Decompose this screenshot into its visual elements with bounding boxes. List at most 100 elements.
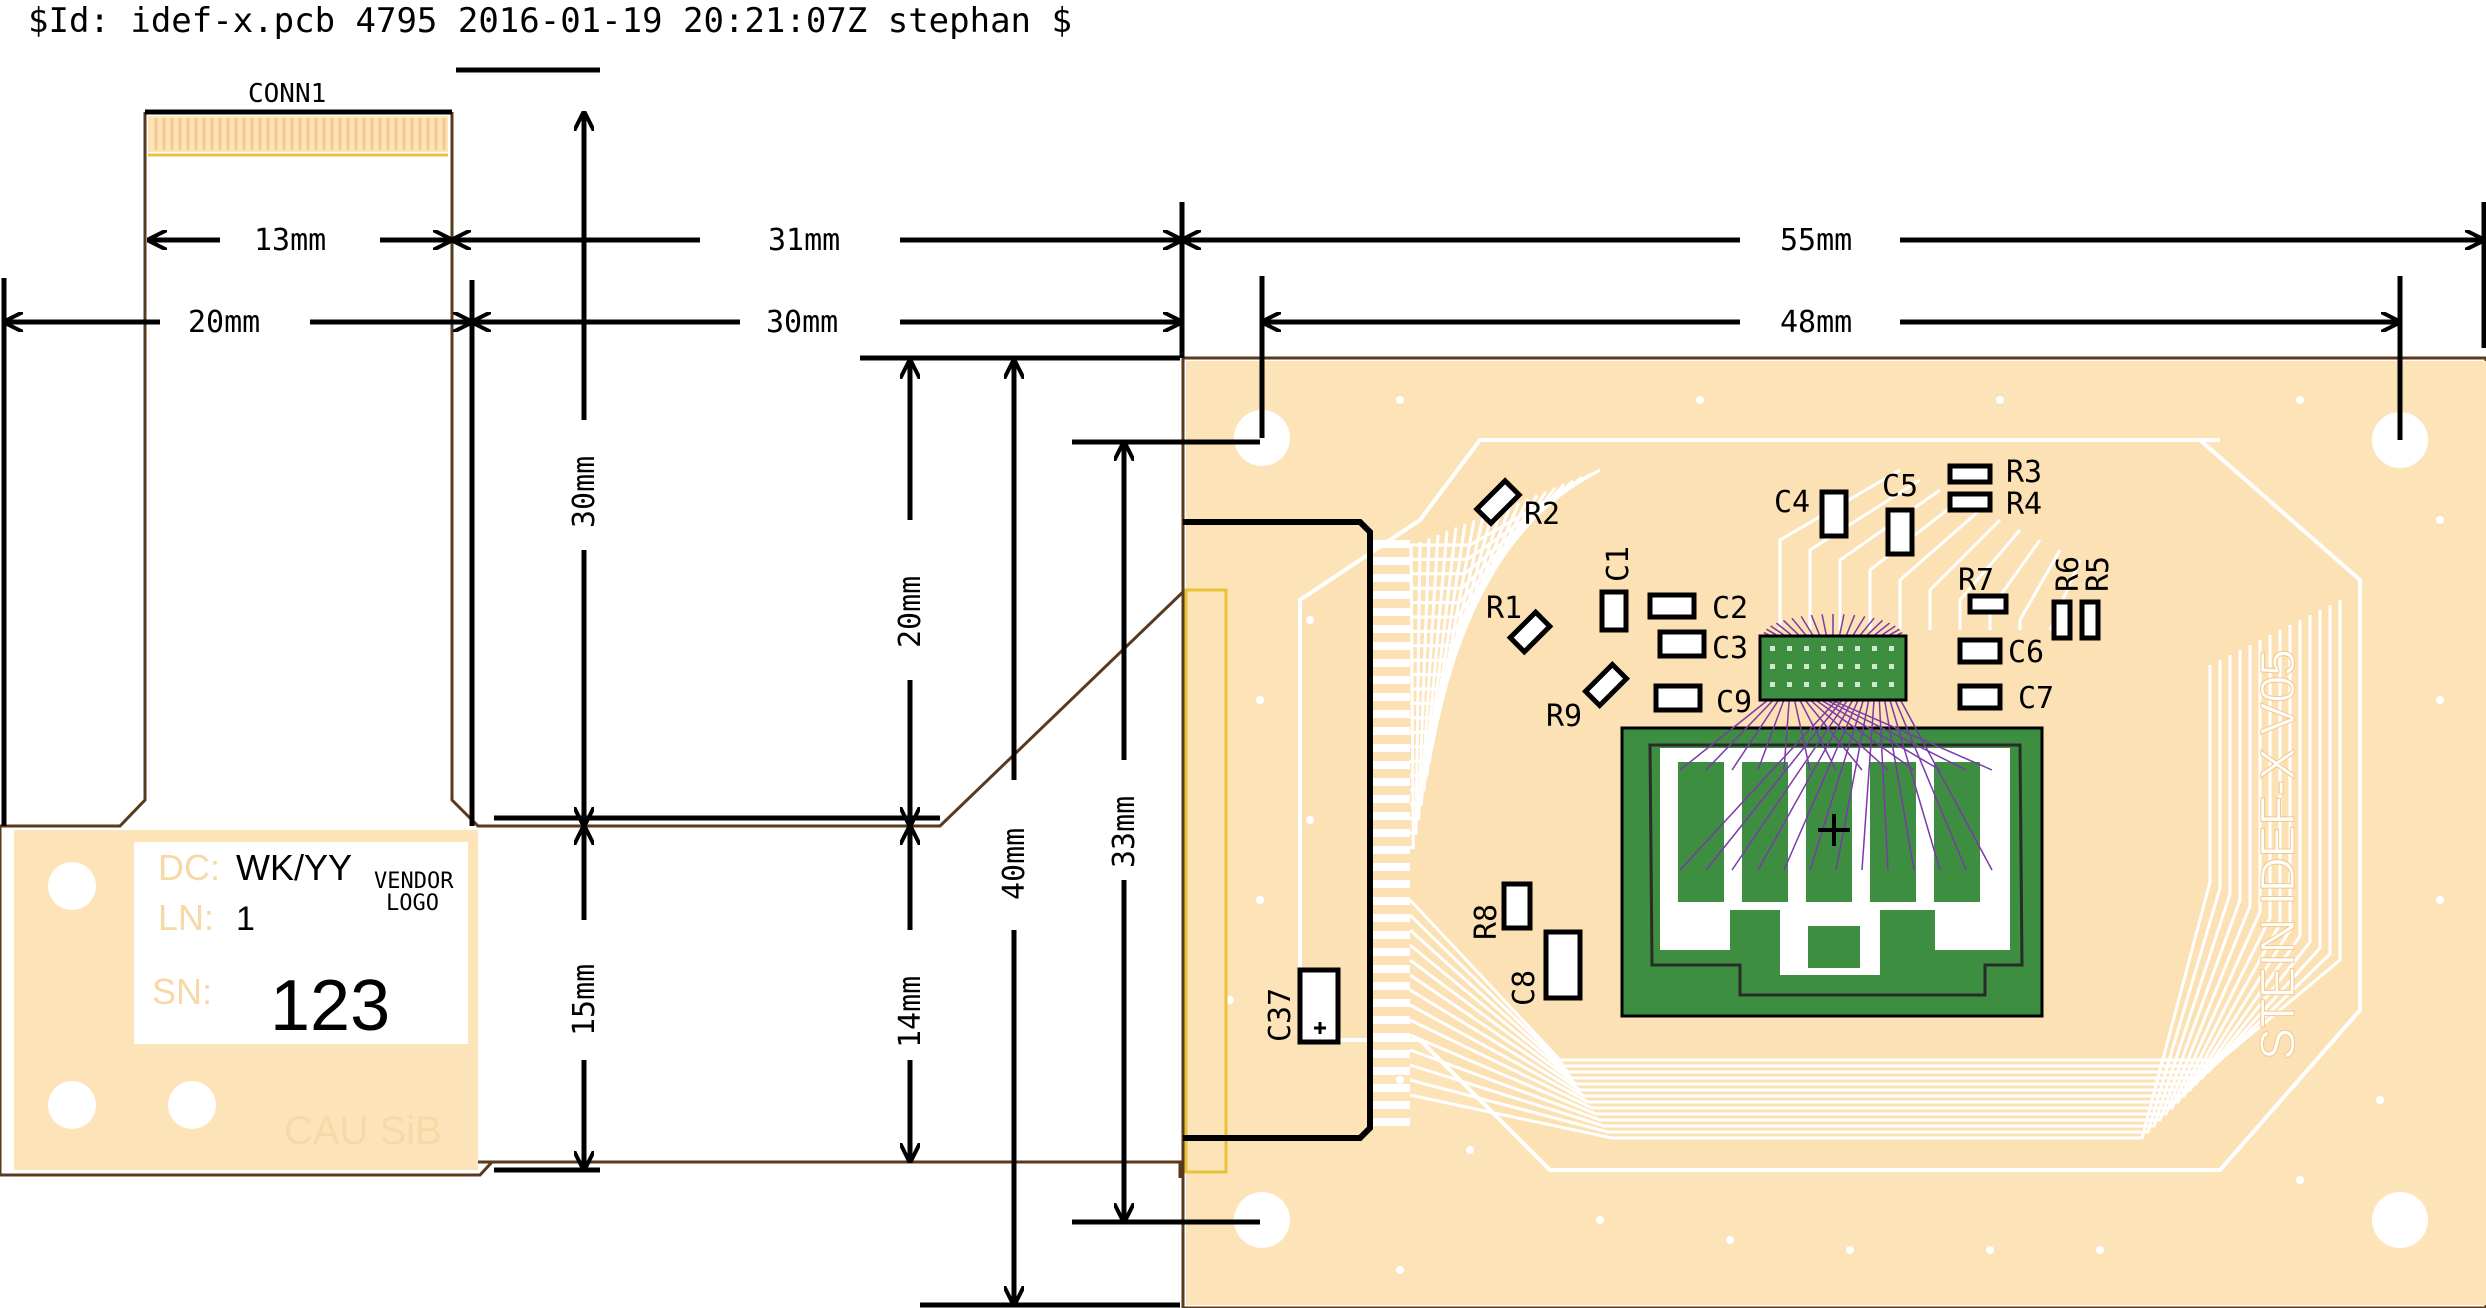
trace — [1409, 650, 2242, 1122]
bond-wire — [1883, 699, 1915, 871]
asic-pad — [1889, 646, 1894, 651]
asic-pad — [1804, 646, 1809, 651]
connector-pad — [1372, 591, 1410, 599]
trace — [1409, 620, 2302, 1086]
connector-pad — [1372, 914, 1410, 922]
asic-pad — [1770, 682, 1775, 687]
connector-pad — [1372, 642, 1410, 650]
label-r4: R4 — [2006, 487, 2042, 522]
connector-fingers — [148, 116, 448, 157]
label-c3: C3 — [1712, 631, 1748, 666]
trace — [2018, 549, 2062, 630]
label-c8: C8 — [1507, 970, 1542, 1006]
label-c5: C5 — [1882, 469, 1918, 504]
asic-pad — [1838, 646, 1843, 651]
bond-wire — [1783, 699, 1790, 771]
dim-33mm: 33mm — [1107, 796, 1142, 868]
dim-48mm: 48mm — [1780, 305, 1852, 340]
asic-pad — [1787, 646, 1792, 651]
via — [2436, 516, 2444, 524]
dim-14mm: 14mm — [893, 976, 928, 1048]
connector-pad — [1372, 846, 1410, 854]
asic-pad — [1838, 664, 1843, 669]
ln-value: 1 — [236, 900, 255, 938]
asic-pad — [1889, 682, 1894, 687]
trace — [1928, 518, 2002, 630]
via — [1256, 896, 1264, 904]
ln-key: LN: — [158, 897, 214, 938]
label-r2: R2 — [1524, 497, 1560, 532]
via — [1306, 616, 1314, 624]
flex-cable — [0, 109, 1187, 1178]
via — [2296, 396, 2304, 404]
connector-pad — [1372, 829, 1410, 837]
bond-wire — [1757, 699, 1854, 871]
dim-20mm-v: 20mm — [893, 576, 928, 648]
bond-wire — [1705, 699, 1774, 771]
asic-pad — [1872, 682, 1877, 687]
connector-pad — [1372, 1016, 1410, 1024]
asic-pad — [1855, 646, 1860, 651]
smd-components — [1297, 463, 2101, 1045]
label-c37: C37 — [1263, 988, 1298, 1042]
asic-pad — [1770, 664, 1775, 669]
asic-chip — [1758, 634, 1908, 702]
via — [1596, 1216, 1604, 1224]
id-string: $Id: idef-x.pcb 4795 2016-01-19 20:21:07… — [28, 1, 1072, 41]
trace — [1409, 640, 2262, 1110]
dim-15mm: 15mm — [567, 964, 602, 1036]
asic-pad — [1821, 682, 1826, 687]
vendor-label: VENDOR — [374, 869, 454, 894]
dimension-lines — [1, 67, 2486, 1308]
asic-pad — [1787, 664, 1792, 669]
trace — [1409, 665, 2212, 1140]
connector-pad — [1372, 812, 1410, 820]
sn-value: 123 — [270, 966, 390, 1046]
board-title: STEIN IDEF-X V05 — [2252, 649, 2305, 1060]
trace — [1898, 508, 1981, 630]
bond-wire — [1679, 699, 1838, 871]
label-r3: R3 — [2006, 455, 2042, 490]
bond-wire — [1783, 699, 1859, 871]
label-c9: C9 — [1716, 685, 1752, 720]
asic-pad — [1787, 682, 1792, 687]
asic-pad — [1872, 664, 1877, 669]
label-r9: R9 — [1546, 699, 1582, 734]
trace — [1409, 645, 2252, 1116]
label-r8: R8 — [1469, 904, 1504, 940]
asic-pad — [1770, 646, 1775, 651]
connector-pad — [1372, 608, 1410, 616]
connector-pad — [1372, 574, 1410, 582]
label-c6: C6 — [2008, 635, 2044, 670]
bond-wire — [1809, 699, 1865, 871]
label-r7: R7 — [1958, 563, 1994, 598]
connector-pad — [1372, 863, 1410, 871]
label-c7: C7 — [2018, 681, 2054, 716]
asic-pad — [1821, 646, 1826, 651]
asic-pad — [1804, 664, 1809, 669]
dim-20mm-h: 20mm — [188, 305, 260, 340]
trace — [1409, 655, 2232, 1128]
trace — [1868, 498, 1961, 630]
bond-wire — [1825, 699, 1967, 771]
via — [1396, 1266, 1404, 1274]
connector-pad — [1372, 880, 1410, 888]
connector-pad — [1372, 931, 1410, 939]
connector-pad — [1372, 693, 1410, 701]
trace — [1409, 625, 2292, 1092]
dc-key: DC: — [158, 847, 220, 888]
connector-pad — [1372, 1050, 1410, 1058]
via — [1466, 1146, 1474, 1154]
connector-pad — [1372, 710, 1410, 718]
connector-pad — [1372, 1118, 1410, 1126]
trace — [1409, 630, 2282, 1098]
dc-value: WK/YY — [236, 847, 352, 888]
label-r6: R6 — [2051, 556, 2086, 592]
dim-31mm: 31mm — [768, 223, 840, 258]
bond-wire — [1894, 699, 1967, 871]
via — [1396, 1076, 1404, 1084]
trace — [1409, 660, 2222, 1134]
bond-wire — [1899, 699, 1993, 871]
connector-label: CONN1 — [248, 79, 326, 109]
trace — [1778, 468, 1901, 630]
